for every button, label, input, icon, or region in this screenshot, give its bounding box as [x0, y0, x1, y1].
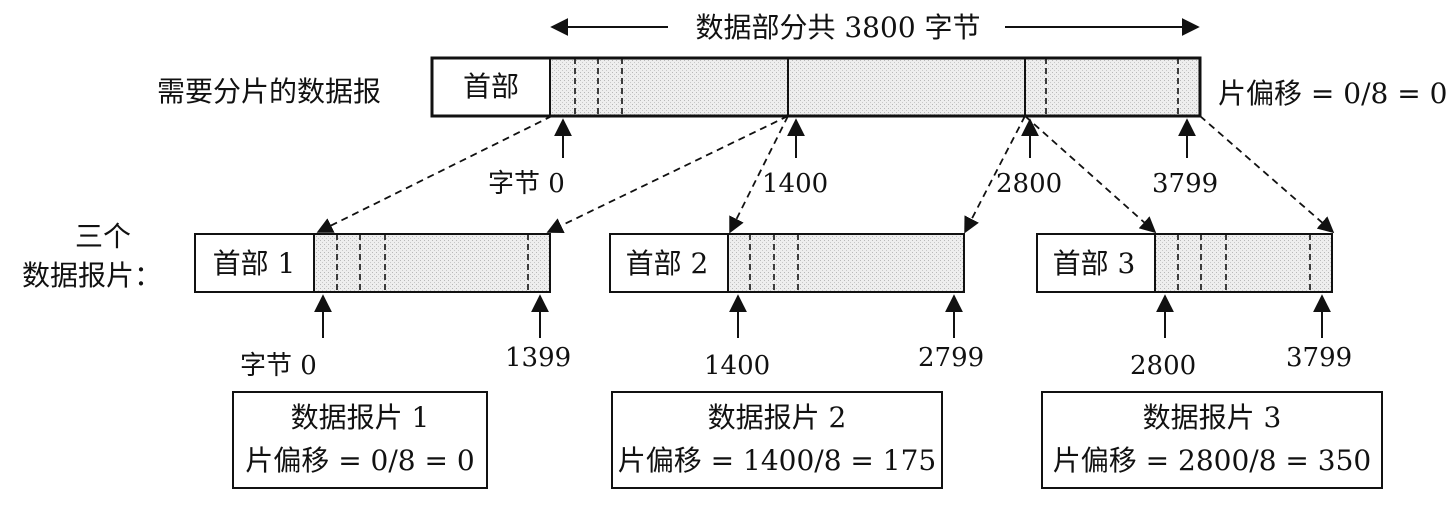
fragment-3: 首部 3 2800 3799 数据报片 3 片偏移 = 2800/8 = 350 — [1036, 233, 1383, 489]
original-header: 首部 — [463, 70, 519, 103]
marker-2800: 2800 — [996, 169, 1062, 199]
fragment-2-info-box — [611, 391, 943, 489]
fragment-3-offset: 片偏移 = 2800/8 = 350 — [1053, 444, 1371, 477]
fragment-3-start: 2800 — [1130, 351, 1196, 381]
marker-3799: 3799 — [1152, 169, 1218, 199]
data-span-label: 数据部分共 3800 字节 — [695, 11, 980, 44]
fragment-2: 首部 2 1400 2799 数据报片 2 片偏移 = 1400/8 = 175 — [609, 233, 984, 489]
original-datagram-label: 需要分片的数据报 — [157, 75, 381, 108]
fragment-3-end: 3799 — [1286, 343, 1352, 373]
fragment-2-header: 首部 2 — [626, 247, 709, 280]
fragment-2-start: 1400 — [704, 351, 770, 381]
fragment-1-start: 字节 0 — [240, 351, 317, 381]
fragment-3-info-box — [1041, 391, 1383, 489]
fragment-3-header: 首部 3 — [1053, 247, 1136, 280]
fragment-2-offset: 片偏移 = 1400/8 = 175 — [618, 444, 936, 477]
data-span-arrow: 数据部分共 3800 字节 — [550, 11, 1200, 44]
fragments-label-line1: 三个 — [75, 220, 131, 253]
fragment-1-end: 1399 — [505, 343, 571, 373]
mapping-arrows — [316, 115, 1335, 234]
fragment-1-header: 首部 1 — [213, 247, 296, 280]
fragment-1-offset: 片偏移 = 0/8 = 0 — [245, 444, 474, 477]
original-datagram-box — [430, 56, 1202, 118]
fragments-label-line2: 数据报片： — [22, 259, 162, 292]
original-markers: 字节 0 1400 2800 3799 — [488, 118, 1218, 199]
original-data-area — [550, 58, 1200, 116]
fragment-1-title: 数据报片 1 — [291, 401, 430, 434]
original-offset-note: 片偏移 = 0/8 = 0 — [1218, 77, 1447, 110]
fragment-2-end: 2799 — [918, 343, 984, 373]
original-datagram: 需要分片的数据报 首部 片偏移 = 0/8 = 0 — [157, 56, 1447, 118]
marker-1400: 1400 — [762, 169, 828, 199]
fragment-3-title: 数据报片 3 — [1143, 401, 1282, 434]
fragment-1: 首部 1 字节 0 1399 数据报片 1 片偏移 = 0/8 = 0 — [194, 233, 571, 489]
fragment-2-title: 数据报片 2 — [708, 401, 847, 434]
marker-byte0: 字节 0 — [488, 169, 565, 199]
fragment-1-info-box — [232, 391, 488, 489]
